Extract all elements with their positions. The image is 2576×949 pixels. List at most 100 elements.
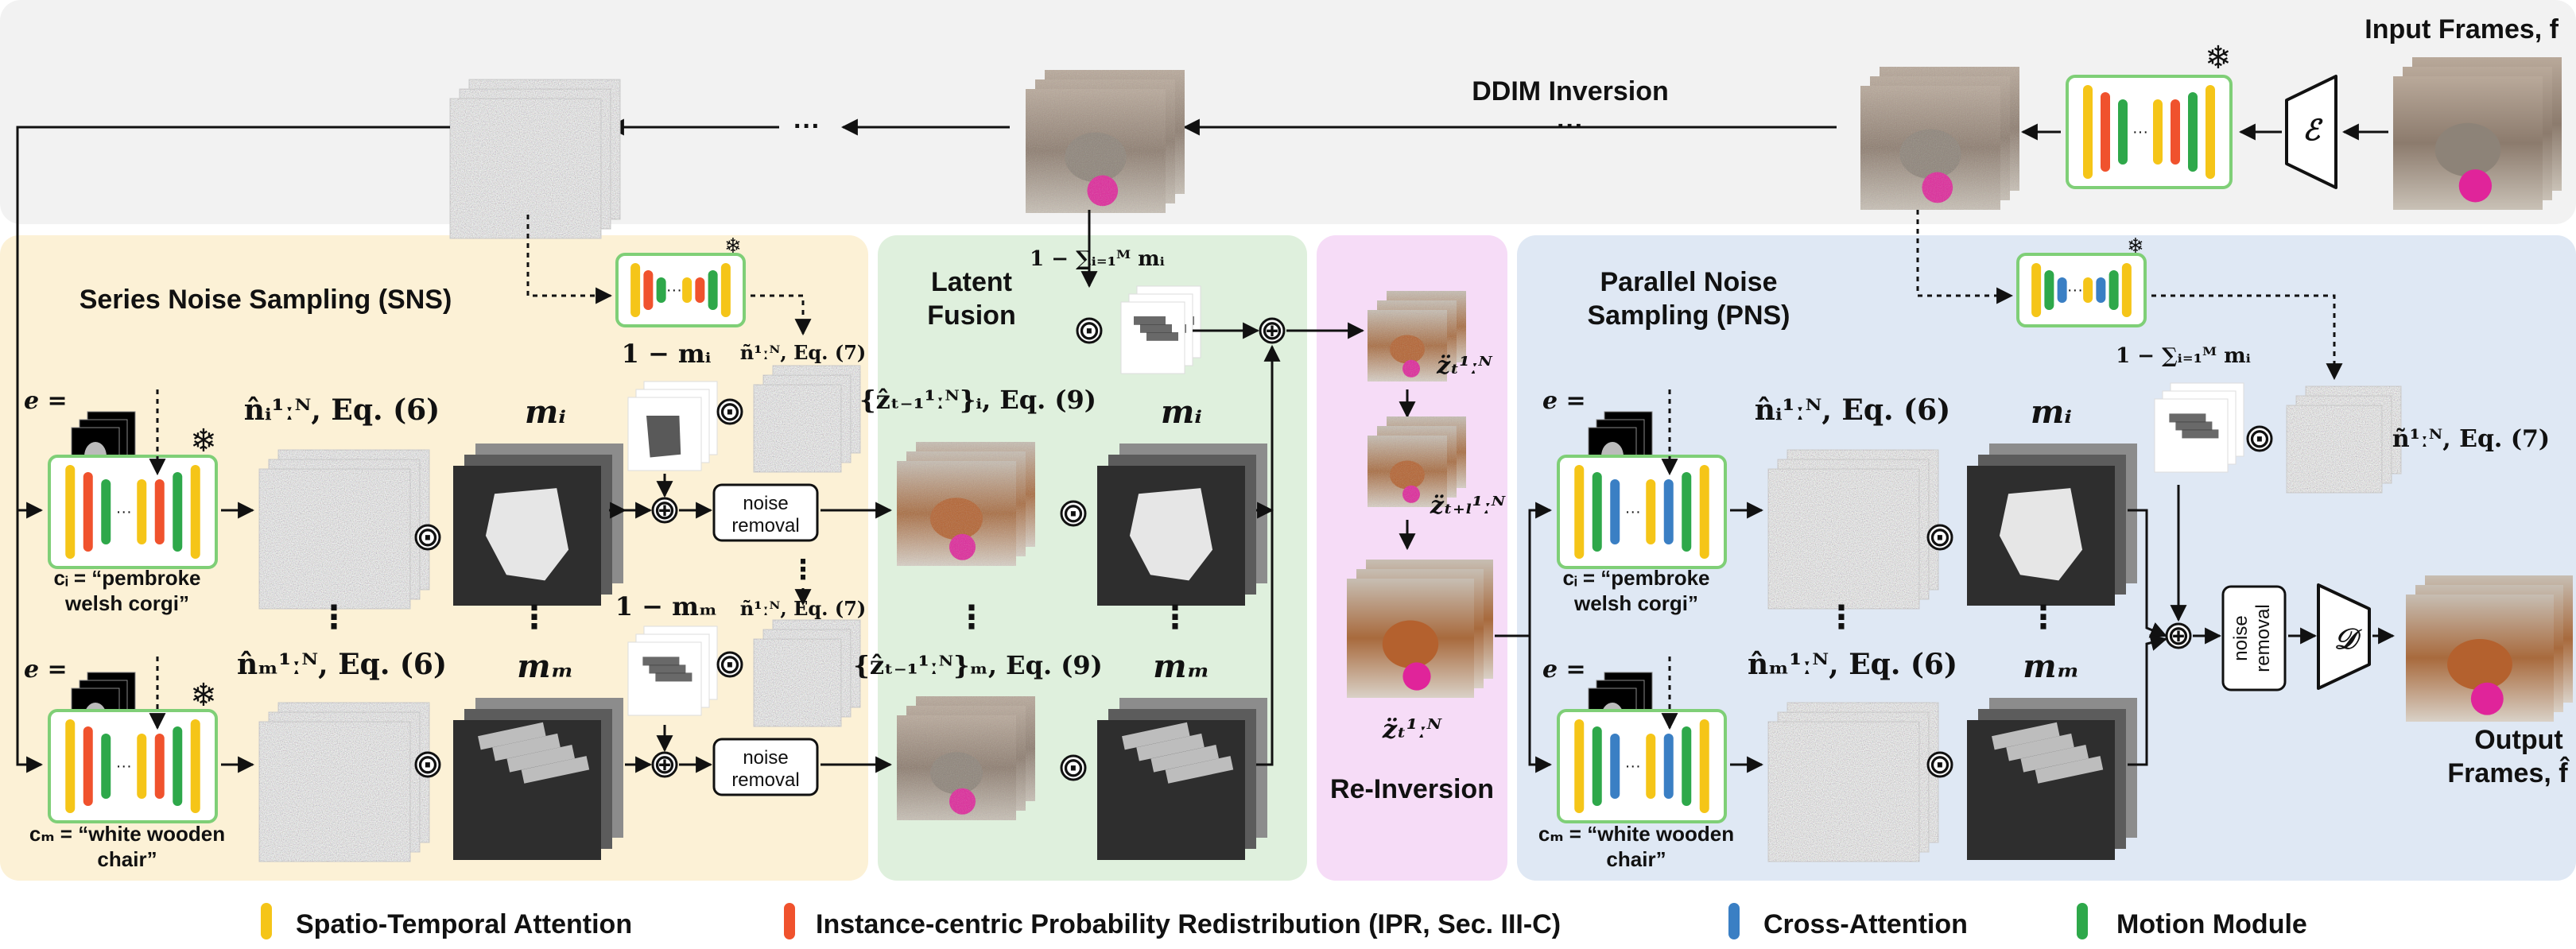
pns-unet-i-bar-5 (1663, 479, 1674, 544)
top-unet-bar-4 (2153, 99, 2163, 165)
ntilde-eq7-label-pns: ñ¹ːᴺ, Eq. (7) (2392, 425, 2550, 453)
mi-label-fusion: mᵢ (1161, 393, 1202, 431)
odot-icon-mi-ntilde: ⊙ (719, 397, 742, 427)
sns-unet-i-dots: ··· (116, 503, 132, 521)
sns-unet-i-bar-4 (137, 479, 147, 544)
mM-mask-stack-fusion-bar-1 (1136, 733, 1205, 761)
one-minus-mM-mask-c02 (655, 672, 692, 682)
nM-eq6-label-pns: n̂ₘ¹ːᴺ, Eq. (6) (1748, 648, 1957, 681)
top-unet-bar-0 (2083, 85, 2093, 179)
mM-mask-stack-fusion-bar-2 (1150, 745, 1220, 773)
output-frames-label-1: Output (2474, 725, 2562, 755)
sns-unet-M-dots: ··· (116, 757, 132, 775)
pns-small-unet-bar-5 (2096, 277, 2106, 303)
noise-removal-box-pns (2221, 585, 2287, 691)
sns-unet-M-bar-2 (101, 734, 111, 799)
mM-mask-stack-pns-bar-2 (2020, 745, 2089, 773)
label-ntilde-eq7-i: ñ¹ːᴺ, Eq. (7) (740, 341, 867, 364)
label-one-minus-mM: 1 − mₘ (615, 591, 718, 622)
z-i-eq9-label: {ẑₜ₋₁¹ːᴺ}ᵢ, Eq. (9) (859, 385, 1096, 415)
cM-label-sns-2: chair” (97, 847, 157, 871)
fusion-zM-stack (897, 696, 1035, 820)
top-unet-dots: ··· (2132, 123, 2148, 141)
pns-small-unet-out (2151, 294, 2343, 381)
odot-icon-fusion-M-ring (1060, 754, 1087, 781)
reinv-output-stack-subject-0 (1382, 620, 1439, 668)
ztl-label-reinv: z̈ₜ₊ₗ¹ːᴺ (1430, 492, 1506, 520)
pns-small-unet-bar-6 (2109, 270, 2119, 310)
one-minus-sum-mask-pns-c00 (2169, 413, 2206, 423)
mM-mask-stack-pns (1967, 698, 2137, 860)
ni-eq6-label-pns: n̂ᵢ¹ːᴺ, Eq. (6) (1755, 393, 1950, 427)
output-frames-stack-subject-0 (2447, 639, 2512, 690)
pns-unet-M-bar-5 (1663, 734, 1674, 799)
pns-unet-i-dots: ··· (1625, 503, 1641, 521)
sns-unet-i-bar-1 (83, 472, 93, 552)
odot-icon-sns-i-ring (414, 524, 441, 551)
pns-small-unet-bar-0 (2031, 263, 2042, 317)
oplus-icon-fusion: ⊕ (1261, 316, 1284, 346)
reinv-to-pns-bottom (1528, 636, 1553, 773)
input-frames-label: Input Frames, f (2365, 14, 2559, 45)
top-unet-bar-2 (2118, 99, 2128, 165)
ci-label-sns: cᵢ = “pembroke (53, 566, 200, 590)
output-frames-label-2: Frames, f̂ (2447, 757, 2570, 788)
sns-small-unet-bar-6 (708, 270, 718, 310)
odot-icon-pns-sum: ⊙ (2248, 424, 2271, 454)
mM-label-fusion: mₘ (1153, 648, 1209, 685)
sns-title: Series Noise Sampling (SNS) (80, 285, 452, 315)
fusion-M-up-arrow (1256, 344, 1281, 766)
mi-label-pns: mᵢ (2031, 393, 2072, 431)
one-minus-sum-mask-fusion-c02 (1146, 332, 1178, 341)
noise-removal-box-sns-i-frame (712, 483, 819, 542)
pure-noise-stack (449, 79, 621, 239)
pns-unet-i-bar-2 (1610, 479, 1620, 544)
noisy-frames-stack-2-grain-0 (1026, 89, 1166, 213)
ci-label-pns-2: welsh corgi” (1573, 591, 1698, 615)
mi-mask-stack-sns (453, 444, 623, 606)
pns-unet-i-bar-0 (1574, 465, 1585, 559)
e-label-i: e = (24, 387, 68, 415)
odot-icon-mi-ntilde-ring (716, 398, 743, 425)
noise-removal-box-sns-M-frame (712, 738, 819, 796)
nM-noise-stack-sns-noise-0 (259, 722, 410, 862)
fusion-zi-stack (897, 442, 1035, 566)
sns-unet-i-bar-2 (101, 479, 111, 544)
mM-mask-stack-pns-bar-1 (2006, 733, 2074, 761)
vdots-fusion-1: ⋮ (956, 600, 987, 635)
sns-small-unet-out (751, 294, 812, 336)
input-frames-stack-ball-0 (2458, 169, 2493, 203)
pns-unet-i-bar-1 (1592, 472, 1602, 552)
legend-swatch-cross-attention (1728, 903, 1740, 939)
reinv-zt-stack-grain-0 (1368, 310, 1447, 382)
vdots-fusion-2: ⋮ (1159, 600, 1191, 635)
legend-swatch-ipr (784, 903, 795, 939)
pns-title-1: Parallel Noise (1600, 267, 1777, 297)
snowflake-icon-sns-M: ❄ (190, 678, 217, 713)
oplus-icon-sns-M: ⊕ (654, 750, 677, 780)
output-frames-stack (2406, 575, 2573, 722)
fusion-zM-stack-grain-0 (897, 715, 1016, 820)
pns-unet-i-bar-7 (1699, 465, 1709, 559)
one-minus-mM-mask-c01 (649, 664, 686, 674)
sns-unet-M-bar-1 (83, 726, 93, 806)
decoder-icon (2317, 583, 2371, 690)
mM-mask-stack-sns-bar-1 (492, 733, 561, 761)
snowflake-icon-sns-small: ❄ (724, 234, 742, 258)
one-minus-mM-mask (627, 626, 718, 716)
odot-icon-fusion-i-ring (1060, 500, 1087, 527)
pns-title-2: Sampling (PNS) (1587, 300, 1790, 331)
nM-noise-stack-pns-noise-0 (1768, 722, 1919, 862)
mi-mask-stack-sns-shape (485, 488, 569, 581)
mM-mask-stack-sns-bar-3 (521, 756, 590, 784)
pns-unet-M-bar-4 (1646, 734, 1656, 799)
odot-icon-fusion-i: ⊙ (1062, 498, 1085, 529)
pns-small-unet-bar-1 (2044, 270, 2054, 310)
pns-i-to-oplus (2128, 509, 2167, 638)
oplus-icon-fusion-ring (1259, 317, 1286, 344)
one-minus-sum-label-fusion: 1 − ∑ᵢ₌₁ᴹ mᵢ (1030, 247, 1165, 271)
odot-icon-fusion-M: ⊙ (1062, 753, 1085, 783)
